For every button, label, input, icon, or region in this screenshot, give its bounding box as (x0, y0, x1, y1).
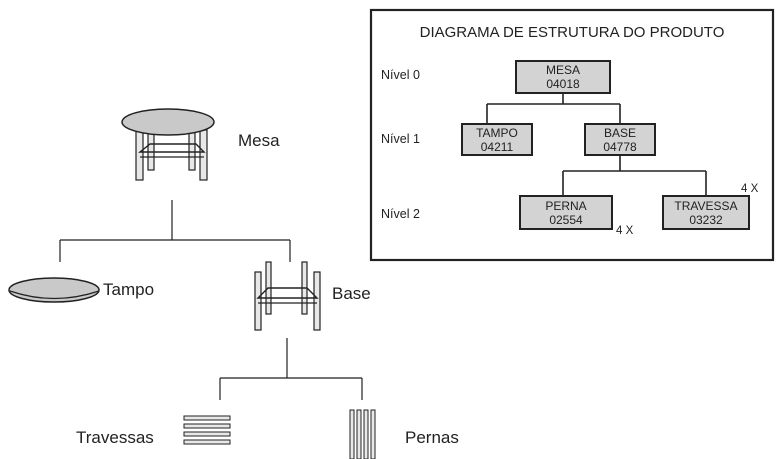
bom-node-travessa: TRAVESSA 03232 4 X (662, 183, 759, 230)
pernas-icon (349, 409, 376, 459)
bom-node-mesa-name: MESA (546, 63, 580, 77)
bom-node-perna-name: PERNA (545, 199, 586, 213)
base-label: Base (332, 284, 371, 303)
bom-node-travessa-name: TRAVESSA (674, 199, 737, 213)
bom-title: DIAGRAMA DE ESTRUTURA DO PRODUTO (420, 24, 725, 41)
bom-node-travessa-qty: 4 X (741, 183, 759, 195)
bom-diagram: DIAGRAMA DE ESTRUTURA DO PRODUTO Nível 0… (369, 8, 775, 262)
level-2-label: Nível 2 (381, 207, 420, 221)
bom-node-base-code: 04778 (603, 140, 637, 154)
travessas-icon (183, 415, 231, 445)
bom-node-base-name: BASE (604, 126, 636, 140)
tampo-label: Tampo (103, 280, 154, 299)
level-1-label: Nível 1 (381, 132, 420, 146)
travessas-label: Travessas (76, 428, 154, 447)
base-icon (254, 261, 321, 331)
bom-node-tampo-code: 04211 (481, 140, 514, 154)
bom-node-tampo-name: TAMPO (476, 126, 518, 140)
illustration-tree: Mesa Tampo Base Travessas (8, 108, 459, 459)
bom-node-perna-code: 02554 (549, 213, 583, 227)
bom-node-tampo: TAMPO 04211 (461, 123, 533, 156)
bom-node-mesa-code: 04018 (546, 77, 580, 91)
bom-node-base: BASE 04778 (584, 123, 656, 156)
pernas-label: Pernas (405, 428, 459, 447)
level-0-label: Nível 0 (381, 68, 420, 82)
table-icon (121, 108, 215, 181)
tampo-icon (8, 277, 100, 303)
bom-node-travessa-code: 03232 (689, 213, 723, 227)
bom-node-mesa: MESA 04018 (515, 60, 611, 94)
bom-node-perna: PERNA 02554 4 X (519, 195, 634, 237)
mesa-label: Mesa (238, 131, 280, 150)
bom-node-perna-qty: 4 X (616, 225, 634, 237)
